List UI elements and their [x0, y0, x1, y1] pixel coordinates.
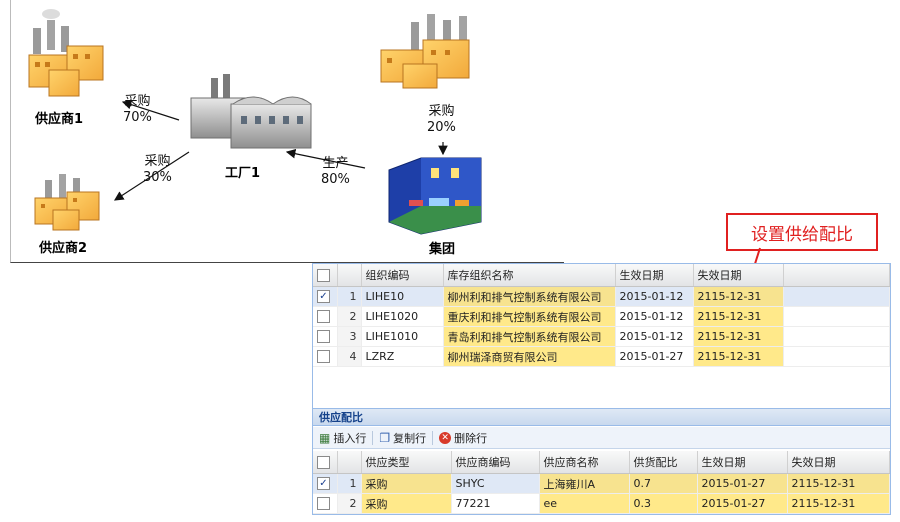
- supplier2-factory-icon: [34, 174, 100, 231]
- insert-row-label: 插入行: [333, 431, 367, 445]
- column-header[interactable]: 失效日期: [787, 451, 890, 474]
- cell-supply-type[interactable]: 采购: [361, 493, 452, 514]
- row-number: 2: [337, 306, 362, 327]
- cell-start-date[interactable]: 2015-01-27: [615, 346, 694, 367]
- cell-code[interactable]: LIHE1020: [361, 306, 444, 327]
- row-number-header: [337, 264, 362, 287]
- cell-supplier-name[interactable]: ee: [539, 493, 630, 514]
- row-checkbox[interactable]: [313, 326, 338, 347]
- copy-row-label: 复制行: [393, 431, 427, 445]
- callout-box: 设置供给配比: [726, 213, 878, 251]
- cell-start-date[interactable]: 2015-01-12: [615, 286, 694, 307]
- cell-supply-ratio[interactable]: 0.7: [629, 473, 698, 494]
- cell-code[interactable]: LIHE10: [361, 286, 444, 307]
- table-row[interactable]: 2 LIHE1020 重庆利和排气控制系统有限公司 2015-01-12 211…: [313, 306, 890, 327]
- toolbar-separator: [372, 430, 374, 445]
- inventory-org-panel: 组织编码 库存组织名称 生效日期 失效日期 ✓ 1 LIHE10 柳州利和排气控…: [312, 263, 891, 515]
- cell-supply-ratio[interactable]: 0.3: [629, 493, 698, 514]
- supply-ratio-panel-title: 供应配比: [313, 408, 890, 426]
- cell-end-date[interactable]: 2115-12-31: [693, 346, 784, 367]
- row-number: 3: [337, 326, 362, 347]
- cell-filler: [783, 326, 890, 347]
- insert-row-icon: ▦: [319, 430, 331, 445]
- org-grid: 组织编码 库存组织名称 生效日期 失效日期 ✓ 1 LIHE10 柳州利和排气控…: [313, 264, 890, 367]
- factory-label: 工厂1: [225, 166, 261, 181]
- diagram-arrows: [28, 9, 482, 235]
- cell-start-date[interactable]: 2015-01-27: [697, 493, 788, 514]
- column-header[interactable]: 库存组织名称: [443, 264, 616, 287]
- cell-filler: [783, 286, 890, 307]
- cell-name[interactable]: 柳州瑞泽商贸有限公司: [443, 346, 616, 367]
- insert-row-button[interactable]: ▦ 插入行: [319, 430, 366, 446]
- cell-name[interactable]: 重庆利和排气控制系统有限公司: [443, 306, 616, 327]
- column-header[interactable]: 供应商名称: [539, 451, 630, 474]
- row-number: 2: [337, 493, 362, 514]
- row-number: 4: [337, 346, 362, 367]
- cell-end-date[interactable]: 2115-12-31: [787, 493, 890, 514]
- cell-end-date[interactable]: 2115-12-31: [693, 326, 784, 347]
- cell-code[interactable]: LZRZ: [361, 346, 444, 367]
- group-building-icon: [388, 157, 482, 235]
- cell-end-date[interactable]: 2115-12-31: [693, 286, 784, 307]
- select-all-checkbox[interactable]: [313, 264, 338, 287]
- delete-row-icon: ✕: [439, 431, 452, 444]
- column-header-filler: [783, 264, 890, 287]
- org-grid-header: 组织编码 库存组织名称 生效日期 失效日期: [313, 264, 890, 287]
- supply-grid-header: 供应类型 供应商编码 供应商名称 供货配比 生效日期 失效日期: [313, 451, 890, 474]
- cell-start-date[interactable]: 2015-01-12: [615, 326, 694, 347]
- row-checkbox[interactable]: [313, 306, 338, 327]
- column-header[interactable]: 供应类型: [361, 451, 452, 474]
- column-header[interactable]: 组织编码: [361, 264, 444, 287]
- cell-name[interactable]: 青岛利和排气控制系统有限公司: [443, 326, 616, 347]
- row-checkbox[interactable]: [313, 493, 338, 514]
- group-label: 集团: [429, 242, 456, 257]
- copy-row-button[interactable]: ❐ 复制行: [379, 430, 426, 446]
- cell-start-date[interactable]: 2015-01-27: [697, 473, 788, 494]
- row-checkbox[interactable]: [313, 346, 338, 367]
- cell-supplier-code[interactable]: 77221: [451, 493, 540, 514]
- cell-filler: [783, 306, 890, 327]
- supplier1-factory-icon: [28, 9, 104, 97]
- top-supplier-factory-icon: [380, 14, 470, 89]
- cell-supply-type[interactable]: 采购: [361, 473, 452, 494]
- column-header[interactable]: 供货配比: [629, 451, 698, 474]
- column-header[interactable]: 生效日期: [615, 264, 694, 287]
- delete-row-button[interactable]: ✕ 删除行: [439, 430, 487, 446]
- column-header[interactable]: 失效日期: [693, 264, 784, 287]
- copy-row-icon: ❐: [379, 430, 391, 445]
- row-number: 1: [337, 286, 362, 307]
- row-checkbox[interactable]: ✓: [313, 286, 338, 307]
- table-row[interactable]: ✓ 1 LIHE10 柳州利和排气控制系统有限公司 2015-01-12 211…: [313, 286, 890, 307]
- row-number: 1: [337, 473, 362, 494]
- cell-end-date[interactable]: 2115-12-31: [787, 473, 890, 494]
- cell-filler: [783, 346, 890, 367]
- table-row[interactable]: 2 采购 77221 ee 0.3 2015-01-27 2115-12-31: [313, 493, 890, 514]
- column-header[interactable]: 生效日期: [697, 451, 788, 474]
- row-checkbox[interactable]: ✓: [313, 473, 338, 494]
- cell-name[interactable]: 柳州利和排气控制系统有限公司: [443, 286, 616, 307]
- toolbar-separator: [432, 430, 434, 445]
- table-row[interactable]: 3 LIHE1010 青岛利和排气控制系统有限公司 2015-01-12 211…: [313, 326, 890, 347]
- cell-end-date[interactable]: 2115-12-31: [693, 306, 784, 327]
- cell-supplier-code[interactable]: SHYC: [451, 473, 540, 494]
- supplier2-label: 供应商2: [39, 241, 88, 256]
- table-row[interactable]: ✓ 1 采购 SHYC 上海雍川A 0.7 2015-01-27 2115-12…: [313, 473, 890, 494]
- factory-building-icon: [190, 74, 312, 149]
- cell-supplier-name[interactable]: 上海雍川A: [539, 473, 630, 494]
- cell-code[interactable]: LIHE1010: [361, 326, 444, 347]
- column-header[interactable]: 供应商编码: [451, 451, 540, 474]
- supply-ratio-toolbar: ▦ 插入行 ❐ 复制行 ✕ 删除行: [313, 427, 890, 449]
- delete-row-label: 删除行: [454, 431, 488, 445]
- table-row[interactable]: 4 LZRZ 柳州瑞泽商贸有限公司 2015-01-27 2115-12-31: [313, 346, 890, 367]
- select-all-checkbox[interactable]: [313, 451, 338, 474]
- supplier1-label: 供应商1: [35, 112, 84, 127]
- row-number-header: [337, 451, 362, 474]
- cell-start-date[interactable]: 2015-01-12: [615, 306, 694, 327]
- supply-ratio-grid: 供应类型 供应商编码 供应商名称 供货配比 生效日期 失效日期 ✓ 1 采购 S…: [313, 451, 890, 514]
